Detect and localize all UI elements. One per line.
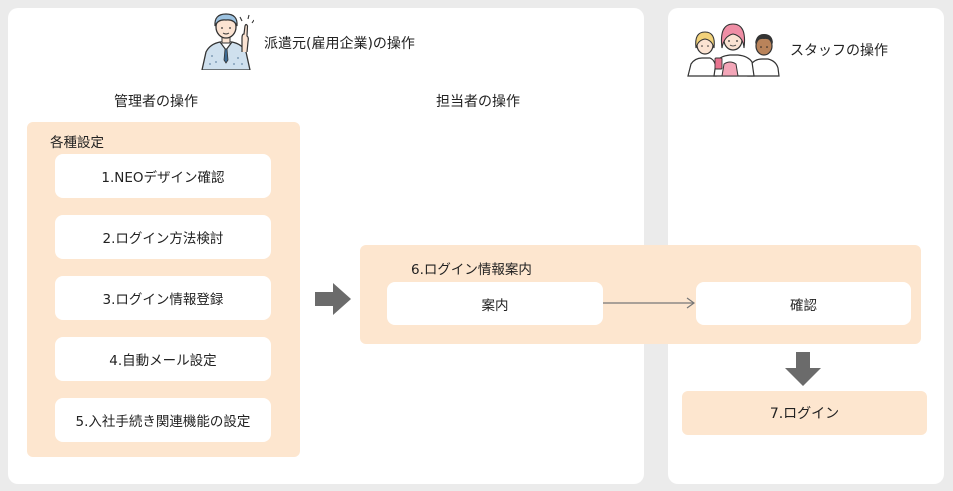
login-step[interactable]: 7.ログイン	[682, 391, 927, 435]
businessman-pointing-icon	[198, 12, 255, 74]
staff-group-icon	[686, 18, 780, 82]
step-login-method-review[interactable]: 2.ログイン方法検討	[55, 215, 271, 259]
admin-column-title: 管理者の操作	[114, 94, 198, 110]
settings-group-title: 各種設定	[50, 135, 104, 151]
step-onboarding-settings[interactable]: 5.入社手続き関連機能の設定	[55, 398, 271, 442]
manager-column-title: 担当者の操作	[436, 94, 520, 110]
thick-down-arrow-icon	[785, 352, 821, 386]
dispatcher-header: 派遣元(雇用企業)の操作	[198, 12, 415, 74]
step-auto-mail-settings[interactable]: 4.自動メール設定	[55, 337, 271, 381]
step-login-info-register[interactable]: 3.ログイン情報登録	[55, 276, 271, 320]
staff-header: スタッフの操作	[686, 18, 888, 82]
confirm-box[interactable]: 確認	[696, 282, 911, 325]
staff-title: スタッフの操作	[790, 43, 888, 59]
step-neo-design-check[interactable]: 1.NEOデザイン確認	[55, 154, 271, 198]
login-info-group-title: 6.ログイン情報案内	[411, 262, 532, 278]
thin-right-arrow-icon	[603, 297, 696, 309]
guide-box[interactable]: 案内	[387, 282, 603, 325]
dispatcher-title: 派遣元(雇用企業)の操作	[264, 36, 415, 52]
thick-right-arrow-icon	[315, 283, 351, 315]
